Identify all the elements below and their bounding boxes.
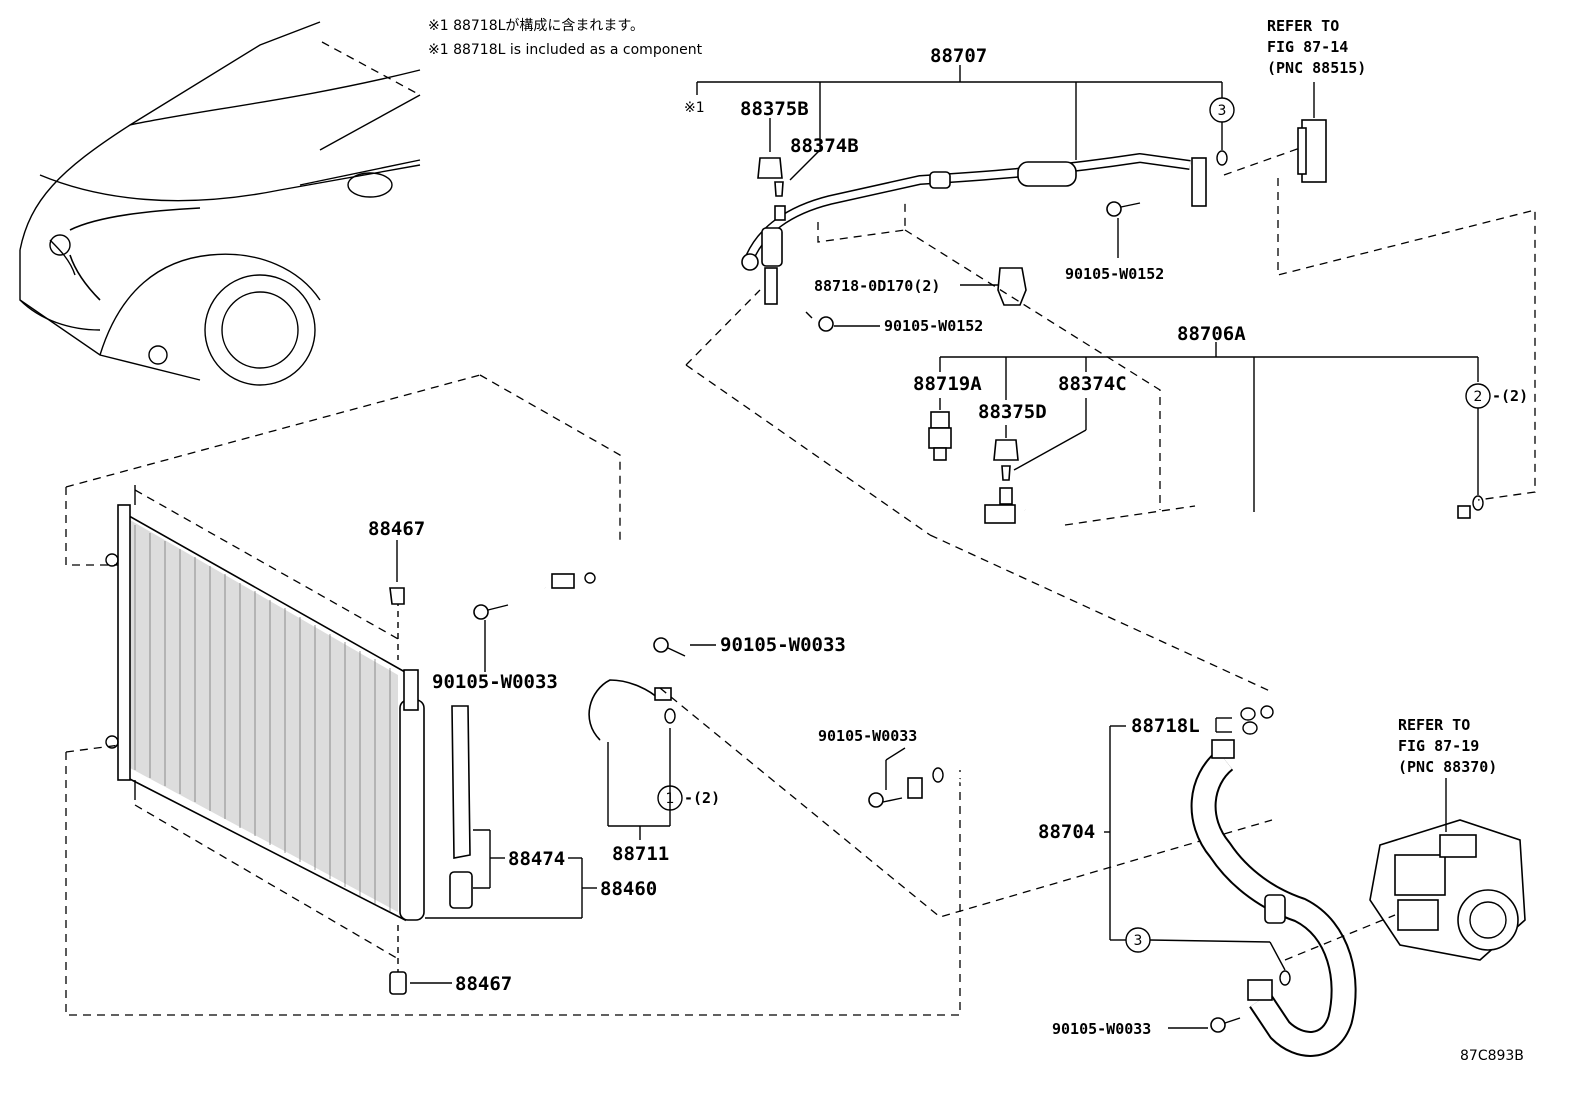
label-88718L: 88718L	[1131, 715, 1200, 737]
ref-top-line3: (PNC 88515)	[1267, 59, 1366, 77]
hose-88711	[541, 547, 676, 840]
label-88719A: 88719A	[913, 373, 982, 395]
ref-bottom-line3: (PNC 88370)	[1398, 758, 1497, 776]
condenser	[65, 485, 961, 1016]
label-88474: 88474	[508, 848, 565, 870]
ref-bottom-line1: REFER TO	[1398, 716, 1470, 734]
label-88707: 88707	[930, 45, 987, 67]
ref-top-line1: REFER TO	[1267, 17, 1339, 35]
callout-2-text: 2	[1474, 389, 1483, 405]
cap-88375B	[757, 157, 783, 179]
note-en: ※1 88718L is included as a component	[428, 42, 703, 58]
mark-1: ※1	[684, 100, 705, 116]
bolt-90105-W0152-a	[1106, 201, 1141, 258]
callout-1-text: 1	[666, 791, 675, 807]
label-90105-W0152-b: 90105-W0152	[884, 317, 983, 335]
qty-2-left: -(2)	[684, 789, 720, 807]
grommet-88467-top	[389, 540, 405, 605]
label-88704: 88704	[1038, 821, 1095, 843]
ref-top-line2: FIG 87-14	[1267, 38, 1348, 56]
desiccant-88474	[449, 705, 505, 909]
valve-core-88374B	[774, 181, 784, 197]
bolt-90105-W0033-b	[653, 637, 716, 657]
car-sketch	[19, 21, 421, 386]
hose-88704	[1190, 739, 1357, 1057]
note-jp: ※1 88718Lが構成に含まれます。	[428, 18, 644, 34]
label-88718-0D170: 88718-0D170(2)	[814, 277, 940, 295]
expansion-valve	[1297, 82, 1327, 183]
pipe-88706A	[905, 487, 1484, 799]
label-88711: 88711	[612, 843, 669, 865]
label-90105-W0033-d: 90105-W0033	[1052, 1020, 1151, 1038]
pipe-88707	[741, 150, 1228, 305]
compressor	[1369, 778, 1526, 961]
label-90105-W0152-a: 90105-W0152	[1065, 265, 1164, 283]
label-88375B: 88375B	[740, 98, 809, 120]
label-88706A: 88706A	[1177, 323, 1246, 345]
cap-88375D	[993, 425, 1019, 461]
callout-3-bottom-text: 3	[1134, 933, 1143, 949]
label-88374B: 88374B	[790, 135, 859, 157]
callout-3-top-text: 3	[1218, 103, 1227, 119]
pressure-switch-88719A	[928, 398, 952, 461]
label-88374C: 88374C	[1058, 373, 1127, 395]
ref-bottom-line2: FIG 87-19	[1398, 737, 1479, 755]
valve-core-88374C	[1001, 398, 1087, 481]
label-90105-W0033-b: 90105-W0033	[720, 634, 846, 656]
qty-2-right: -(2)	[1492, 387, 1528, 405]
label-88460: 88460	[600, 878, 657, 900]
callout-circle-1	[657, 785, 683, 811]
grommet-88467-bottom	[389, 971, 452, 995]
label-90105-W0033-a: 90105-W0033	[432, 671, 558, 693]
bolt-90105-W0152-b	[805, 311, 880, 332]
bolt-90105-W0033-c	[868, 747, 906, 808]
label-88467-top: 88467	[368, 518, 425, 540]
label-90105-W0033-c: 90105-W0033	[818, 727, 917, 745]
label-88467-bottom: 88467	[455, 973, 512, 995]
label-88375D: 88375D	[978, 401, 1047, 423]
bolt-90105-W0033-d	[1168, 1017, 1241, 1033]
figure-id: 87C893B	[1460, 1048, 1524, 1064]
bolt-90105-W0033-a	[473, 604, 509, 672]
